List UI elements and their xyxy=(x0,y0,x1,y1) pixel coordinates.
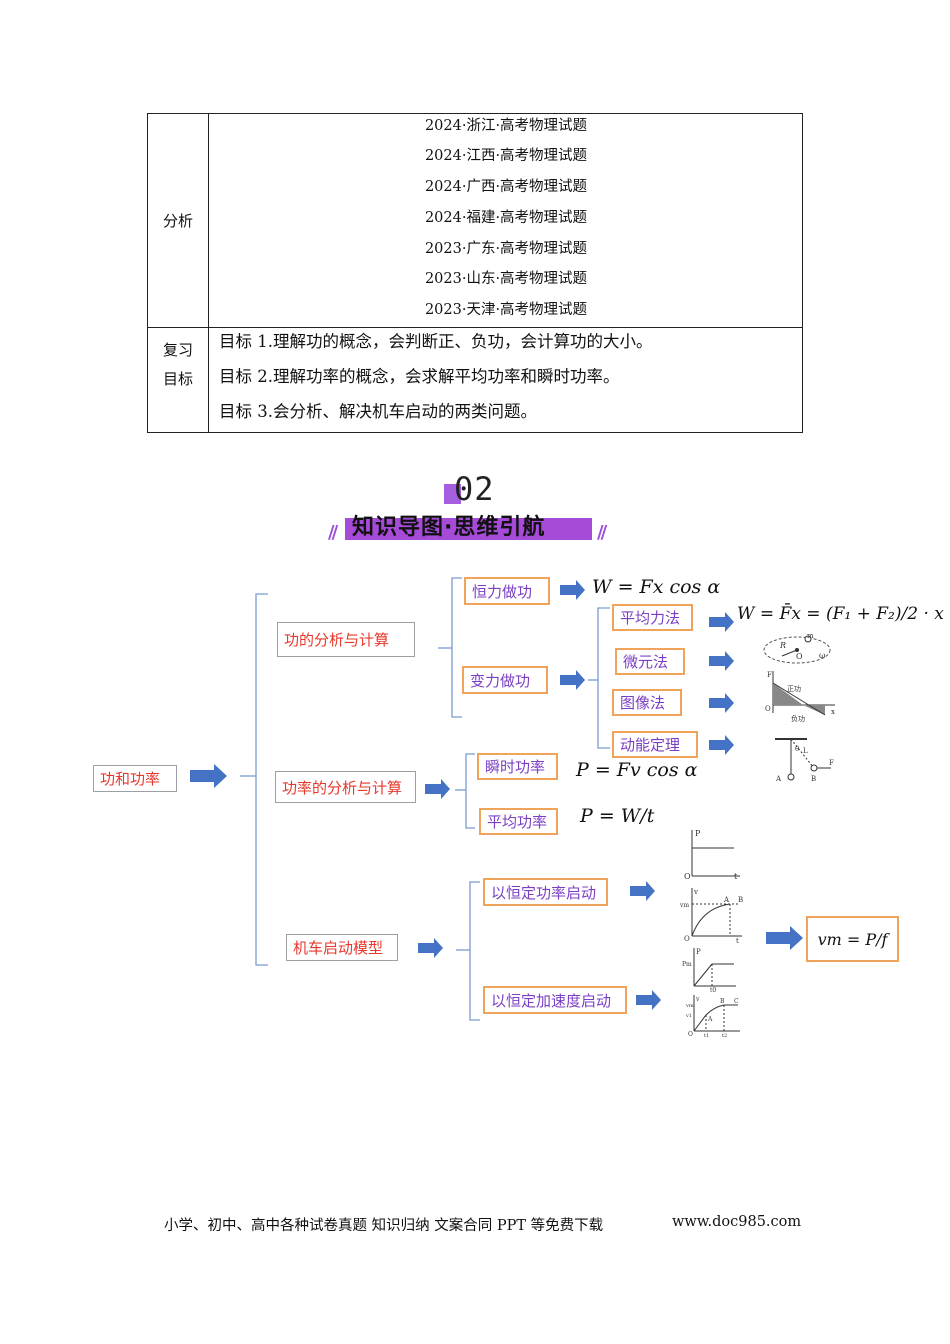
label-C: C xyxy=(734,998,739,1005)
label-B: B xyxy=(720,998,725,1005)
label-x: x xyxy=(831,708,835,716)
source-item: 2024·浙江·高考物理试题 xyxy=(424,118,588,134)
label-v1: v1 xyxy=(685,1013,692,1019)
mindmap-connectors xyxy=(190,577,803,1021)
decor-slash-right: // xyxy=(597,522,607,543)
label-F: F xyxy=(829,759,834,767)
label-F: F xyxy=(767,671,772,679)
node-variable-force: 变力做功 xyxy=(462,666,548,694)
label-v: v xyxy=(693,888,698,896)
label-P: P xyxy=(695,829,701,838)
formula-work: W = Fx cos α xyxy=(592,576,721,598)
force-displacement-graph: F x O 正功 负功 xyxy=(765,671,835,723)
result-box: vm = P/f xyxy=(806,916,899,962)
source-item: 2024·江西·高考物理试题 xyxy=(424,148,588,164)
section-number: 02 xyxy=(454,470,495,508)
review-label: 复习 xyxy=(163,341,194,359)
label-t: t xyxy=(734,872,738,880)
goal-item: 目标 1.理解功的概念，会判断正、负功，会计算功的大小。 xyxy=(219,332,653,351)
node-constant-accel-start: 以恒定加速度启动 xyxy=(483,986,627,1014)
label-origin: O xyxy=(765,705,771,713)
review-table: 分析 2024·浙江·高考物理试题 2024·江西·高考物理试题 2024·广西… xyxy=(147,113,803,433)
label-negative-work: 负功 xyxy=(791,714,805,723)
label-A: A xyxy=(723,896,730,904)
node-kinetic-theorem: 动能定理 xyxy=(612,731,698,758)
label-v: v xyxy=(695,996,700,1003)
label-Pm: Pm xyxy=(682,961,692,968)
table-divider xyxy=(208,114,209,432)
node-average-force: 平均力法 xyxy=(612,604,693,631)
source-item: 2024·福建·高考物理试题 xyxy=(424,210,588,226)
label-P: P xyxy=(696,948,701,956)
node-micro-element: 微元法 xyxy=(615,648,685,675)
velocity-time-graph: v vm A B O t xyxy=(680,888,743,944)
circle-motion-diagram: R O m ω xyxy=(763,634,831,664)
goal-item: 目标 2.理解功率的概念，会求解平均功率和瞬时功率。 xyxy=(219,367,620,386)
node-graph-method: 图像法 xyxy=(612,689,682,716)
footer-text: 小学、初中、高中各种试卷真题 知识归纳 文案合同 PPT 等免费下载 xyxy=(164,1218,604,1234)
label-positive-work: 正功 xyxy=(787,684,801,693)
goal-item: 目标 3.会分析、解决机车启动的两类问题。 xyxy=(219,402,537,421)
formula-average-force: W = F̄x = (F₁ + F₂)/2 · x xyxy=(737,604,944,624)
label-A: A xyxy=(775,775,782,783)
label-O: O xyxy=(796,652,803,661)
analysis-label: 分析 xyxy=(163,212,194,230)
label-t2: t2 xyxy=(722,1033,727,1038)
number-highlight xyxy=(444,484,461,504)
formula-vm: vm = P/f xyxy=(817,929,888,949)
formula-instant-power: P = Fv cos α xyxy=(576,759,698,781)
label-A: A xyxy=(707,1016,713,1023)
footer: 小学、初中、高中各种试卷真题 知识归纳 文案合同 PPT 等免费下载 www.d… xyxy=(164,1214,801,1235)
label-vm: vm xyxy=(680,902,689,909)
footer-url[interactable]: www.doc985.com xyxy=(672,1214,802,1230)
decor-slash-left: // xyxy=(328,522,338,543)
node-engine-model: 机车启动模型 xyxy=(286,934,398,961)
node-root: 功和功率 xyxy=(93,765,177,792)
source-item: 2023·广东·高考物理试题 xyxy=(424,241,588,257)
label-omega: ω xyxy=(819,651,826,660)
label-origin: O xyxy=(684,872,691,880)
source-item: 2023·山东·高考物理试题 xyxy=(424,271,588,287)
label-t0: t0 xyxy=(710,987,716,992)
label-origin: O xyxy=(684,935,690,943)
review-label: 目标 xyxy=(163,370,194,388)
label-vm: vm xyxy=(685,1003,694,1009)
label-B: B xyxy=(738,896,743,904)
label-origin: O xyxy=(688,1031,693,1038)
node-constant-force: 恒力做功 xyxy=(464,577,550,605)
title-highlight xyxy=(345,518,592,540)
source-item: 2024·广西·高考物理试题 xyxy=(424,179,588,195)
power-time-graph-accel: P Pm t0 xyxy=(682,948,736,992)
node-work-analysis: 功的分析与计算 xyxy=(277,622,415,657)
label-L: L xyxy=(803,747,808,755)
node-instant-power: 瞬时功率 xyxy=(477,753,558,780)
label-B: B xyxy=(811,775,816,783)
velocity-time-graph-accel: v vm v1 A B C O t1 t2 xyxy=(685,995,740,1038)
pendulum-diagram: θ L A B F xyxy=(775,738,834,783)
power-time-graph: P O t xyxy=(684,829,740,880)
source-item: 2023·天津·高考物理试题 xyxy=(424,302,588,318)
label-m: m xyxy=(807,634,814,640)
label-t: t xyxy=(736,937,739,944)
label-theta: θ xyxy=(795,745,799,753)
label-R: R xyxy=(779,641,786,650)
node-power-analysis: 功率的分析与计算 xyxy=(275,771,416,803)
label-t1: t1 xyxy=(704,1033,709,1038)
formula-average-power: P = W/t xyxy=(580,805,655,827)
node-average-power: 平均功率 xyxy=(479,808,558,835)
section-title: 知识导图·思维引航 xyxy=(352,515,546,540)
table-divider xyxy=(148,327,802,328)
node-constant-power-start: 以恒定功率启动 xyxy=(483,878,608,906)
